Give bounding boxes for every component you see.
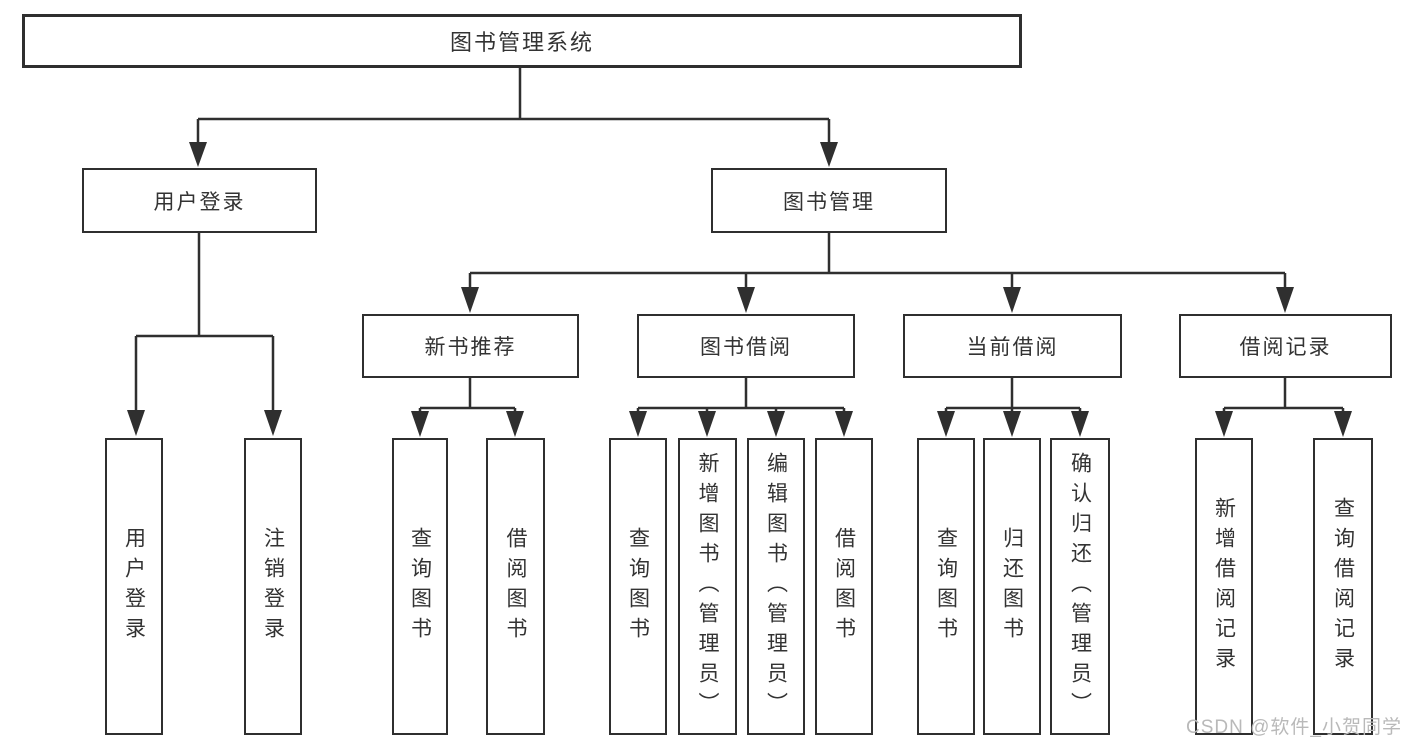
node-leaf-logout: 注销登录 [244, 438, 302, 735]
node-cb-confirm-return-admin: 确认归还（管理员） [1050, 438, 1110, 735]
node-cb-return-books: 归还图书 [983, 438, 1041, 735]
node-book-management: 图书管理 [711, 168, 947, 233]
node-user-login: 用户登录 [82, 168, 317, 233]
node-br-add-record: 新增借阅记录 [1195, 438, 1253, 735]
node-bb-edit-books-admin: 编辑图书（管理员） [747, 438, 805, 735]
node-current-borrow: 当前借阅 [903, 314, 1122, 378]
node-cb-query-books: 查询图书 [917, 438, 975, 735]
node-new-book-recommend: 新书推荐 [362, 314, 579, 378]
node-bb-add-books-admin: 新增图书（管理员） [678, 438, 737, 735]
node-rec-borrow-books: 借阅图书 [486, 438, 545, 735]
node-root-system: 图书管理系统 [22, 14, 1022, 68]
csdn-watermark: CSDN @软件_小贺同学 [1186, 717, 1402, 738]
node-book-borrow: 图书借阅 [637, 314, 855, 378]
node-br-query-record: 查询借阅记录 [1313, 438, 1373, 735]
node-borrow-records: 借阅记录 [1179, 314, 1392, 378]
node-leaf-user-login: 用户登录 [105, 438, 163, 735]
node-bb-query-books: 查询图书 [609, 438, 667, 735]
node-rec-query-books: 查询图书 [392, 438, 448, 735]
node-bb-borrow-books: 借阅图书 [815, 438, 873, 735]
